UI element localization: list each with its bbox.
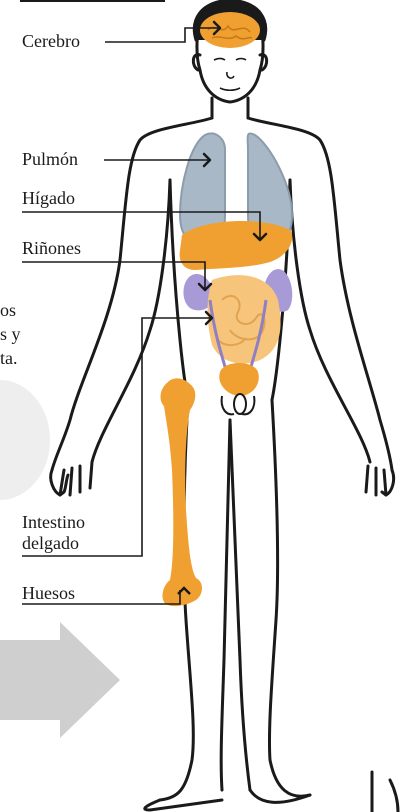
cut-text-line2: s y <box>0 322 21 346</box>
brain <box>200 12 260 48</box>
genitals <box>222 394 255 414</box>
intestines <box>208 275 281 363</box>
bladder <box>219 363 258 396</box>
label-intestino-line1: Intestino <box>22 512 85 533</box>
label-intestino-line2: delgado <box>22 533 79 554</box>
cut-text-line3: ta. <box>0 346 18 370</box>
label-higado: Hígado <box>22 188 75 209</box>
shadow-blur <box>0 380 50 500</box>
label-huesos: Huesos <box>22 583 75 604</box>
gray-arrow-icon <box>0 622 120 738</box>
face <box>214 59 246 91</box>
femur-bone <box>161 378 202 606</box>
label-pulmon: Pulmón <box>22 149 78 170</box>
cut-text-line1: os <box>0 298 16 322</box>
label-cerebro: Cerebro <box>22 31 80 52</box>
label-rinones: Riñones <box>22 238 81 259</box>
